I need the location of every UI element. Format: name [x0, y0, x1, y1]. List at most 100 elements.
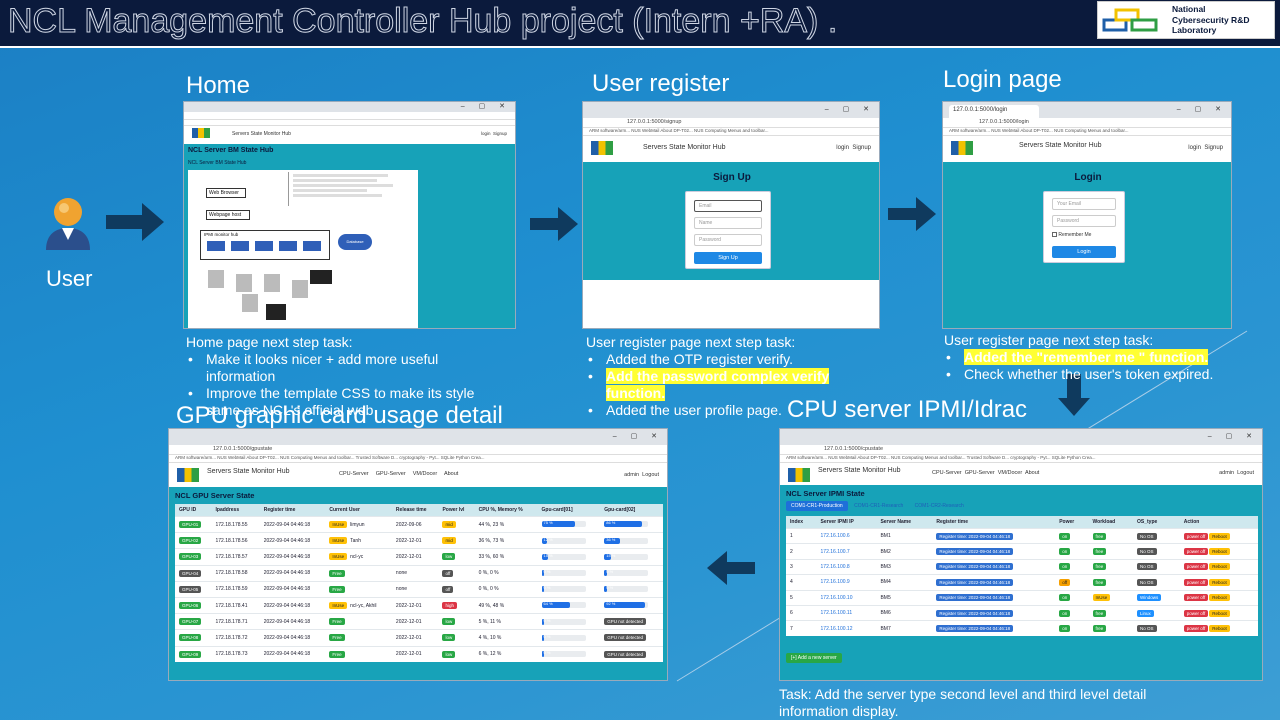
- login-note-title: User register page next step task:: [944, 332, 1154, 348]
- gpu-usage-fill: [541, 634, 545, 641]
- gpu-register-time: 2022-09-04 04:46:18: [263, 602, 311, 609]
- home-note: Home page next step task: Make it looks …: [186, 334, 506, 419]
- workload-badge: free: [1092, 625, 1107, 633]
- cpu-menu-cpu[interactable]: CPU-Server: [932, 470, 962, 476]
- current-user: ncl-yc: [350, 554, 364, 561]
- server-name: BM1: [880, 533, 891, 540]
- gpu-column-header: Ipaddress: [211, 504, 260, 517]
- server-ipmi-ip[interactable]: 172.16.100.9: [820, 579, 850, 586]
- user-label: User: [46, 266, 93, 291]
- gpu-menu-gpu[interactable]: GPU-Server: [375, 471, 406, 477]
- gpu-column-header: Release time: [391, 504, 439, 517]
- home-bullet: Make it looks nicer + add more useful in…: [186, 351, 506, 385]
- reboot-button[interactable]: Reboot: [1209, 625, 1230, 633]
- reboot-button[interactable]: Reboot: [1209, 609, 1230, 617]
- reboot-button[interactable]: Reboot: [1209, 548, 1230, 556]
- login-url[interactable]: 127.0.0.1:5000/login: [943, 118, 1231, 128]
- register-name-input[interactable]: Name: [694, 217, 762, 229]
- reboot-button[interactable]: Reboot: [1209, 532, 1230, 540]
- register-signup-button[interactable]: Sign Up: [694, 252, 762, 264]
- gpu-register-time: 2022-09-04 04:46:18: [263, 586, 311, 593]
- gpu-admin[interactable]: admin: [624, 472, 640, 478]
- cpu-url[interactable]: 127.0.0.1:5000/cpustate: [780, 445, 1262, 455]
- os-type-badge: No OS: [1137, 578, 1157, 586]
- remember-checkbox[interactable]: [1052, 232, 1057, 238]
- reboot-button[interactable]: Reboot: [1209, 563, 1230, 571]
- server-ipmi-ip[interactable]: 172.16.100.12: [820, 625, 853, 632]
- home-banner: NCL Server BM State Hub: [184, 144, 515, 158]
- cpu-tab-research2[interactable]: COM1-CR2-Research: [914, 503, 964, 509]
- server-ipmi-ip[interactable]: 172.16.100.10: [820, 594, 853, 601]
- login-bullet: Added the "remember me " function.: [944, 349, 1234, 366]
- workload-badge: free: [1092, 578, 1107, 586]
- register-signup-link[interactable]: Signup: [852, 145, 871, 151]
- gpu-menu-vm[interactable]: VM/Docer: [412, 471, 438, 477]
- server-ipmi-ip[interactable]: 172.16.100.7: [820, 548, 850, 555]
- gpu-usage-label: 0 %: [543, 568, 551, 574]
- cpu-menu-gpu[interactable]: GPU-Server: [964, 470, 995, 476]
- gpu-id-badge: GPU-02: [179, 537, 202, 545]
- reboot-button[interactable]: Reboot: [1209, 578, 1230, 586]
- power-level-badge: mid: [442, 537, 456, 545]
- login-email-input[interactable]: Your Email: [1052, 198, 1116, 210]
- gpu-id-badge: GPU-07: [179, 618, 202, 626]
- register-email-input[interactable]: Email: [694, 200, 762, 212]
- home-login-link[interactable]: login: [480, 131, 491, 136]
- arrow-right-icon: [530, 207, 578, 241]
- cpu-logout[interactable]: Logout: [1237, 470, 1254, 476]
- power-off-button[interactable]: power off: [1183, 625, 1209, 633]
- gpu-release-time: 2022-12-01: [395, 618, 422, 625]
- add-server-button[interactable]: [+] Add a new server: [786, 653, 842, 663]
- title-bar: NCL Management Controller Hub project (I…: [0, 0, 1280, 48]
- power-off-button[interactable]: power off: [1183, 563, 1209, 571]
- cpu-column-header: Server IPMI IP: [816, 516, 877, 529]
- server-ipmi-ip[interactable]: 172.16.100.8: [820, 563, 850, 570]
- cpu-menu-vm[interactable]: VM/Docer: [997, 470, 1023, 476]
- gpu-menu-cpu[interactable]: CPU-Server: [339, 471, 369, 477]
- gpu-usage-label: 75 %: [543, 520, 553, 526]
- gpu-usage-label: 0 %: [543, 585, 551, 591]
- server-ipmi-ip[interactable]: 172.16.100.6: [820, 533, 850, 540]
- cpu-admin[interactable]: admin: [1219, 470, 1235, 476]
- cpu-tab-research1[interactable]: COM1-CR1-Research: [854, 503, 904, 509]
- register-url[interactable]: 127.0.0.1:5000/signup: [583, 118, 879, 128]
- gpu-logout[interactable]: Logout: [642, 472, 659, 478]
- register-note-title: User register page next step task:: [586, 334, 796, 350]
- server-ipmi-ip[interactable]: 172.16.100.11: [820, 610, 853, 617]
- cpu-tab-production[interactable]: COM1-CR1-Production: [786, 501, 848, 511]
- gpu-usage-bar: 0 %: [541, 568, 586, 576]
- login-signup-link[interactable]: Signup: [1204, 145, 1223, 151]
- gpu-column-header: Current User: [325, 504, 392, 517]
- login-password-input[interactable]: Password: [1052, 215, 1116, 227]
- power-off-button[interactable]: power off: [1183, 609, 1209, 617]
- cpu-menu-about[interactable]: About: [1024, 470, 1040, 476]
- power-off-button[interactable]: power off: [1183, 548, 1209, 556]
- home-signup-link[interactable]: Signup: [492, 131, 507, 136]
- gpu-column-header: Register time: [259, 504, 326, 517]
- login-login-link[interactable]: login: [1188, 145, 1201, 151]
- power-off-button[interactable]: power off: [1183, 532, 1209, 540]
- os-type-badge: No OS: [1137, 563, 1157, 571]
- arrow-right-icon: [106, 203, 164, 241]
- gpu-url[interactable]: 127.0.0.1:5000/gpustate: [169, 445, 667, 455]
- register-login-link[interactable]: login: [836, 145, 849, 151]
- gpu-usage-bar: 0 %: [541, 585, 586, 593]
- login-button[interactable]: Login: [1052, 246, 1116, 258]
- cpu-memory: 36 %, 73 %: [478, 537, 505, 544]
- gpu-column-header: Power lvl: [438, 504, 475, 517]
- register-bullet: Added the user profile page.: [586, 402, 876, 419]
- gpu-usage-bar: 0 %: [541, 618, 586, 625]
- power-off-button[interactable]: power off: [1183, 594, 1209, 602]
- workload-badge: free: [1092, 548, 1107, 556]
- reboot-button[interactable]: Reboot: [1209, 594, 1230, 602]
- register-password-input[interactable]: Password: [694, 234, 762, 246]
- gpu-menu-about[interactable]: About: [443, 471, 459, 477]
- power-off-button[interactable]: power off: [1183, 578, 1209, 586]
- cpu-column-header: Action: [1179, 516, 1258, 529]
- register-time-badge: Register time: 2022-09-04 04:46:18: [936, 563, 1014, 571]
- power-badge: on: [1059, 548, 1071, 556]
- gpu-usage-fill: [541, 521, 575, 528]
